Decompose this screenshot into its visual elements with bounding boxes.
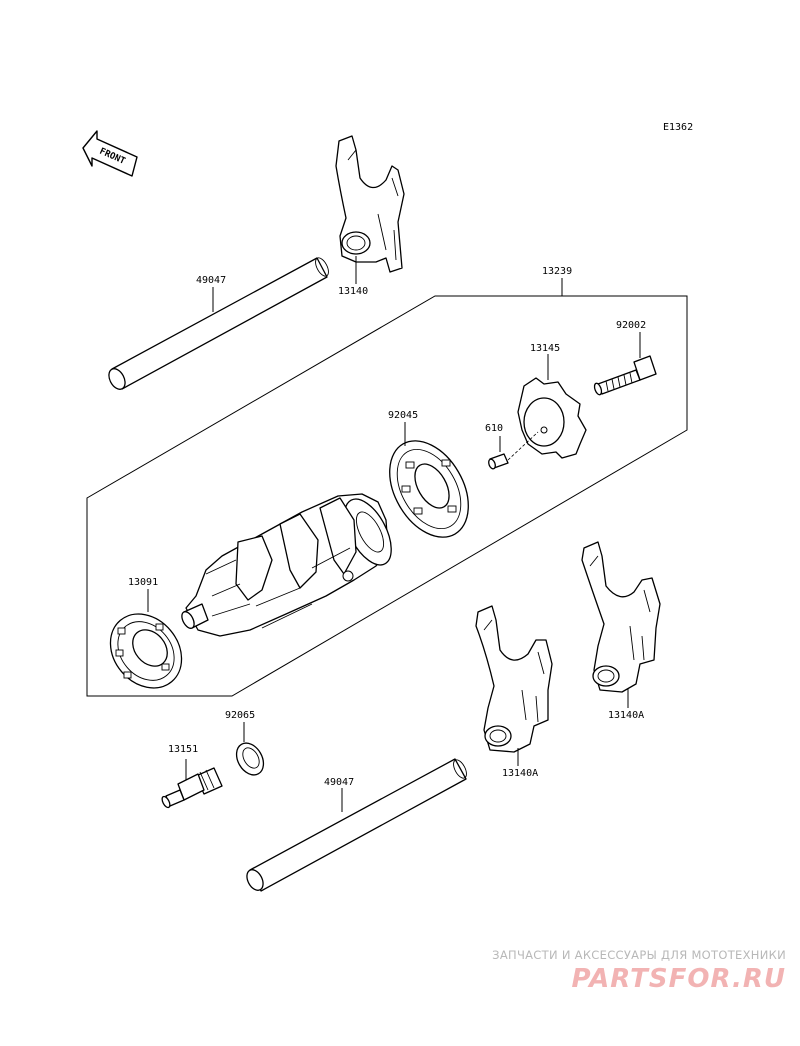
front-arrow-icon: FRONT: [82, 130, 138, 177]
middle-shift-fork: [475, 605, 553, 753]
callout-92002: 92002: [616, 320, 646, 331]
shift-drum: [181, 493, 392, 637]
shift-drum-plate: [517, 377, 587, 459]
callout-610: 610: [485, 423, 503, 434]
callout-13140a-right: 13140A: [608, 710, 644, 721]
callout-13239: 13239: [542, 266, 572, 277]
bolt: [593, 355, 657, 396]
callout-49047-upper: 49047: [196, 275, 226, 286]
bearing-left: [109, 613, 183, 689]
callout-13151: 13151: [168, 744, 198, 755]
diagram-code: E1362: [663, 122, 693, 133]
watermark-tagline: ЗАПЧАСТИ И АКСЕССУАРЫ ДЛЯ МОТОТЕХНИКИ: [492, 948, 786, 962]
upper-shaft: [108, 257, 329, 390]
callout-49047-lower: 49047: [324, 777, 354, 788]
callout-92045: 92045: [388, 410, 418, 421]
watermark-logo[interactable]: PARTSFOR.RU: [571, 964, 786, 994]
callout-13140: 13140: [338, 286, 368, 297]
callout-13091: 13091: [128, 577, 158, 588]
assembly-outline: [86, 295, 688, 697]
washer: [235, 742, 265, 776]
right-shift-fork: [581, 541, 661, 693]
callout-13145: 13145: [530, 343, 560, 354]
lower-shaft: [246, 758, 467, 892]
bearing-right: [389, 440, 469, 538]
neutral-switch: [161, 767, 223, 809]
upper-shift-fork: [335, 135, 405, 273]
callout-92065: 92065: [225, 710, 255, 721]
pin: [488, 453, 509, 470]
callout-13140a-middle: 13140A: [502, 768, 538, 779]
